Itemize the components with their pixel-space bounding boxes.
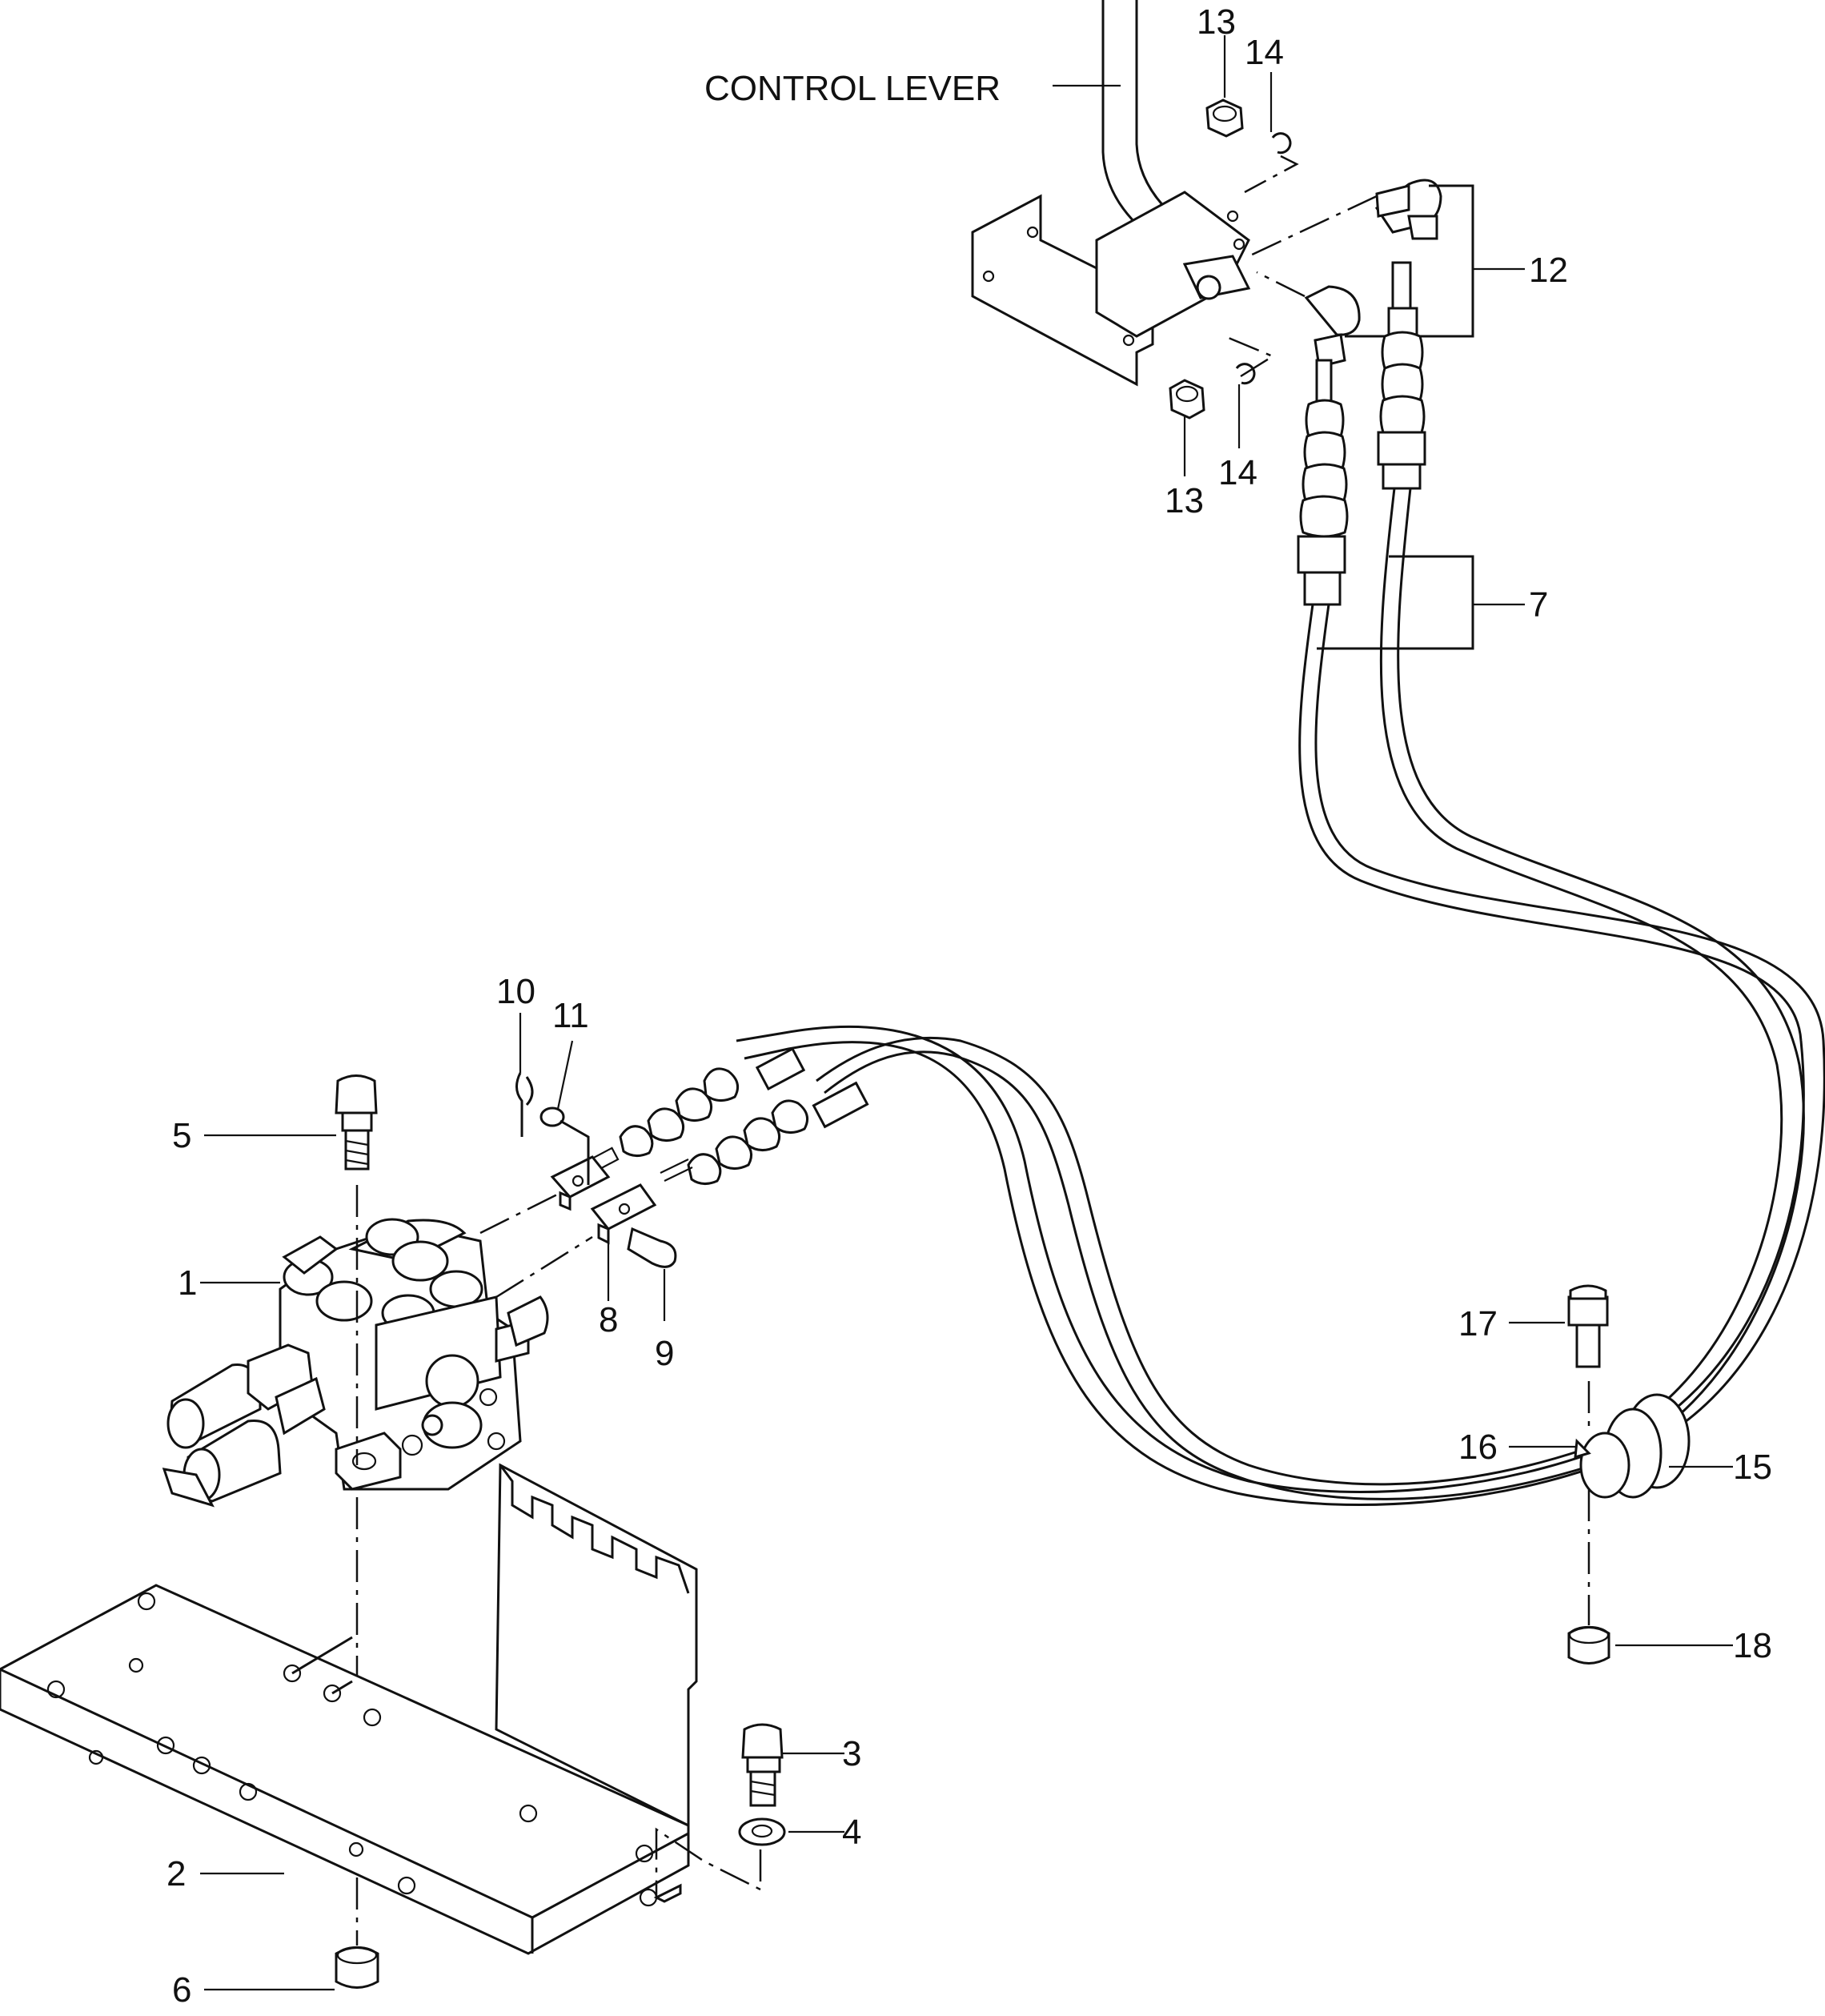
nut-13-bottom (1169, 379, 1205, 420)
bolt-3 (741, 1723, 784, 1807)
clevis-upper (550, 1155, 611, 1211)
callout-14-top: 14 (1245, 33, 1284, 72)
ball-joint-upper (1374, 179, 1442, 240)
ball-joint-lower (1304, 285, 1361, 368)
cable-end-left-upper (1297, 359, 1349, 606)
control-lever-label: CONTROL LEVER (704, 69, 1001, 108)
callout-7: 7 (1529, 585, 1548, 624)
bolt-17 (1567, 1284, 1609, 1368)
callout-16: 16 (1458, 1428, 1498, 1467)
split-pin-10 (515, 1072, 534, 1137)
callout-8: 8 (599, 1300, 618, 1339)
mounting-plate-2 (0, 1463, 698, 1955)
callout-14-bottom: 14 (1218, 453, 1257, 492)
nut-13-top (1205, 98, 1244, 138)
callout-12: 12 (1529, 251, 1568, 290)
control-valve-1 (162, 1218, 549, 1508)
callout-3: 3 (842, 1734, 861, 1773)
callout-18: 18 (1733, 1626, 1772, 1665)
washer-14-top (1271, 132, 1292, 155)
callout-6: 6 (172, 1970, 191, 2010)
control-lever-assembly (971, 0, 1251, 387)
nut-6 (335, 1946, 379, 1989)
cable-end-right-upper (1377, 261, 1426, 490)
pin-9 (627, 1227, 677, 1268)
callout-13-top: 13 (1197, 2, 1236, 42)
bolt-5 (335, 1074, 378, 1171)
callout-15: 15 (1733, 1448, 1772, 1487)
callout-17: 17 (1458, 1304, 1498, 1343)
cable-clamp-15 (1579, 1393, 1691, 1499)
callout-4: 4 (842, 1813, 861, 1852)
callout-1: 1 (178, 1263, 197, 1303)
cable-end-left-lower (589, 1046, 806, 1172)
callout-2: 2 (166, 1854, 186, 1894)
nut-18 (1567, 1625, 1610, 1665)
control-cables (736, 488, 1825, 1506)
cable-end-right-lower (660, 1081, 869, 1185)
callout-13-bottom: 13 (1165, 481, 1204, 520)
callout-5: 5 (172, 1116, 191, 1155)
callout-9: 9 (655, 1334, 674, 1373)
washer-4 (738, 1817, 786, 1846)
callout-10: 10 (496, 972, 535, 1011)
washer-14-bottom (1235, 363, 1256, 385)
washer-11 (539, 1106, 565, 1127)
callout-11: 11 (552, 996, 589, 1035)
